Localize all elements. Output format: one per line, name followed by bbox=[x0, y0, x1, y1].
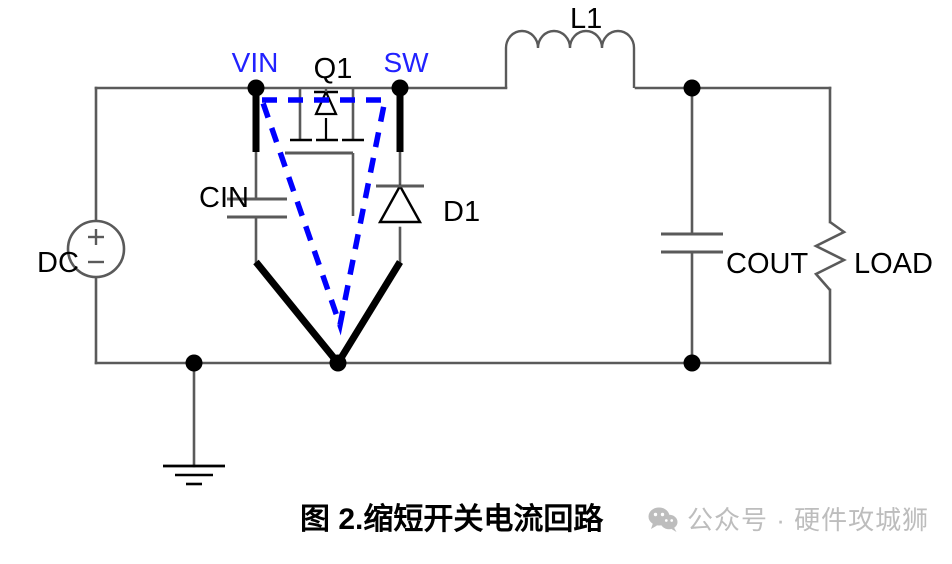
dc-plus-sign bbox=[88, 229, 104, 245]
label-dc: DC bbox=[37, 247, 79, 279]
wechat-icon bbox=[648, 507, 678, 532]
junction-dot-vin bbox=[247, 79, 265, 97]
watermark: 公众号 · 硬件攻城狮 bbox=[648, 500, 929, 537]
load-zigzag bbox=[813, 220, 847, 291]
label-cout: COUT bbox=[726, 248, 808, 280]
load-resistor-symbol bbox=[813, 220, 847, 291]
cin-capacitor-symbol bbox=[227, 197, 287, 219]
label-vin: VIN bbox=[232, 47, 279, 78]
highlight-d1-return bbox=[335, 260, 403, 365]
caption-row: 图 2.缩短开关电流回路 公众号 · 硬件攻城狮 bbox=[0, 494, 952, 554]
q1-mosfet-symbol bbox=[285, 88, 364, 216]
dc-source-symbol bbox=[66, 219, 126, 279]
label-load: LOAD bbox=[854, 248, 933, 280]
dc-source-circle bbox=[66, 219, 126, 279]
watermark-text: 公众号 · 硬件攻城狮 bbox=[687, 505, 930, 535]
label-d1: D1 bbox=[443, 196, 480, 228]
junction-dot-ground bbox=[185, 354, 203, 372]
l1-coils bbox=[504, 29, 636, 49]
q1-body-diode bbox=[314, 88, 338, 140]
wire-network bbox=[94, 86, 832, 468]
highlighted-current-path bbox=[252, 90, 404, 366]
junction-dot-vout bbox=[683, 79, 701, 97]
label-sw: SW bbox=[383, 47, 429, 78]
highlight-cin-return bbox=[253, 259, 341, 366]
q1-body-diode-triangle bbox=[314, 89, 338, 116]
label-l1: L1 bbox=[570, 3, 602, 35]
junction-dot-sw bbox=[391, 79, 409, 97]
l1-inductor-symbol bbox=[504, 29, 636, 88]
cout-capacitor-symbol bbox=[661, 232, 723, 254]
d1-triangle bbox=[377, 183, 423, 224]
switching-current-loop bbox=[258, 97, 389, 336]
d1-diode-symbol bbox=[376, 183, 424, 224]
label-q1: Q1 bbox=[314, 53, 353, 85]
ground-symbol bbox=[163, 464, 225, 486]
label-cin: CIN bbox=[199, 182, 249, 214]
junction-dot-gnd-return bbox=[329, 354, 347, 372]
junction-dots bbox=[185, 79, 701, 372]
figure-caption: 图 2.缩短开关电流回路 bbox=[300, 503, 604, 536]
junction-dot-gnd-out bbox=[683, 354, 701, 372]
